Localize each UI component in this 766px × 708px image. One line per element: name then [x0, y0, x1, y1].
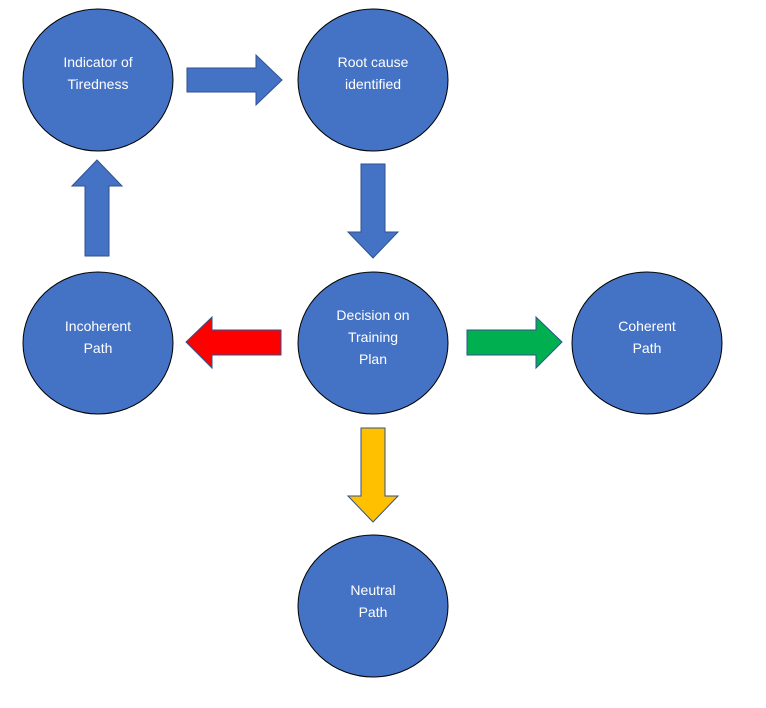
arrow-decision-to-neutral [346, 427, 400, 523]
arrow-decision-to-incoherent [185, 315, 282, 370]
node-label-line: Root cause [338, 54, 409, 70]
arrow-root-cause-to-decision [346, 163, 400, 259]
node-indicator-of-tiredness: Indicator of Tiredness [22, 8, 174, 152]
node-coherent-path: Coherent Path [571, 271, 723, 415]
node-incoherent-path: Incoherent Path [22, 271, 174, 415]
node-root-cause-identified: Root cause identified [297, 8, 449, 152]
node-decision-on-training-plan: Decision on Training Plan [297, 271, 449, 415]
node-label-line: Incoherent [65, 318, 131, 334]
node-label-line: Decision on [336, 307, 409, 323]
arrow-incoherent-to-indicator [70, 159, 124, 257]
node-label-line: Neutral [350, 582, 395, 598]
node-label-line: Path [633, 340, 662, 356]
node-neutral-path: Neutral Path [297, 534, 449, 678]
arrow-decision-to-coherent [466, 315, 563, 370]
node-label-line: Training [348, 329, 398, 345]
node-label-line: Tiredness [68, 76, 129, 92]
node-label-line: Plan [359, 351, 387, 367]
node-label-line: Indicator of [63, 54, 132, 70]
node-label-line: identified [345, 76, 401, 92]
node-label-line: Path [84, 340, 113, 356]
arrow-indicator-to-root-cause [186, 53, 283, 107]
node-label-line: Coherent [618, 318, 676, 334]
node-label-line: Path [359, 604, 388, 620]
